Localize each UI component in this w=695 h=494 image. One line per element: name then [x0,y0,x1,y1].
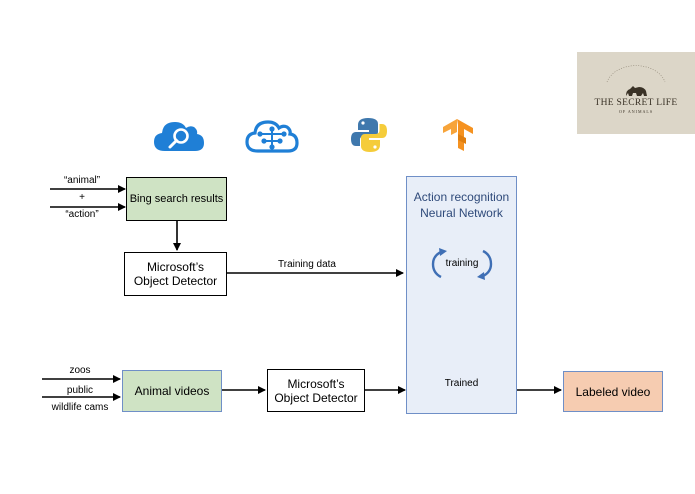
labeled-video-label: Labeled video [575,384,651,399]
azure-search-icon [154,122,204,151]
nn-title-line2: Neural Network [420,206,503,220]
labeled-video-box: Labeled video [563,371,663,412]
object-detector-top-line1: Microsoft’s [146,260,205,274]
input-action-label: “action” [65,209,99,220]
input-animal-label: “animal” [63,175,101,186]
object-detector-bottom-line2: Object Detector [274,390,358,405]
bear-logo-icon [606,65,666,96]
logo-line2: OF ANIMALS [618,109,654,114]
python-icon [351,118,387,152]
object-detector-bottom-box: Microsoft’s Object Detector [267,369,365,412]
tensorflow-icon [443,119,473,151]
nn-title-line1: Action recognition [413,190,510,204]
animal-videos-box: Animal videos [122,370,222,412]
logo-line1: THE SECRET LIFE [594,98,678,108]
input-public-label: public [66,385,94,396]
input-plus-label: + [79,192,85,203]
object-detector-top-line2: Object Detector [133,274,218,288]
object-detector-bottom-line1: Microsoft’s [287,376,345,391]
animal-videos-label: Animal videos [134,384,210,398]
secret-life-logo: THE SECRET LIFE OF ANIMALS [577,52,695,134]
training-cycle-icon [431,248,493,280]
training-data-label: Training data [278,259,336,270]
object-detector-top-box: Microsoft’s Object Detector [124,252,227,296]
input-zoos-label: zoos [69,365,91,376]
azure-cognitive-brain-icon [245,120,299,153]
action-recognition-nn-panel: Action recognition Neural Network traini… [406,176,517,414]
nn-training-label: training [445,258,479,269]
bing-search-results-label: Bing search results [129,193,224,205]
input-wildlife-cams-label: wildlife cams [51,402,109,413]
nn-trained-label: Trained [444,378,479,389]
bing-search-results-box: Bing search results [126,177,227,221]
